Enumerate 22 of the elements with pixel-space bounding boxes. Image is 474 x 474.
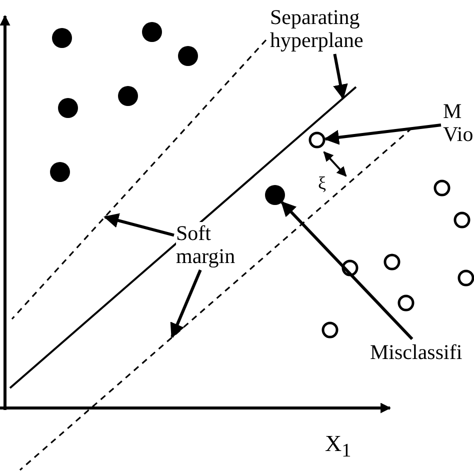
arrow — [333, 54, 348, 100]
arrow — [280, 201, 414, 340]
data-point — [265, 185, 285, 205]
data-point — [434, 180, 450, 196]
data-point — [458, 270, 474, 286]
data-point — [178, 46, 198, 66]
data-point — [384, 254, 400, 270]
data-point — [322, 322, 338, 338]
arrow — [104, 213, 174, 237]
data-point — [50, 162, 70, 182]
symbol-label: ξ — [318, 172, 326, 195]
arrow — [324, 124, 442, 145]
data-point — [58, 98, 78, 118]
data-point — [308, 132, 326, 148]
data-point — [142, 22, 162, 42]
data-point — [118, 86, 138, 106]
data-point — [454, 212, 470, 228]
axis-label: X$_{1}$ — [325, 432, 352, 463]
data-point — [398, 294, 414, 312]
arrow — [170, 269, 202, 338]
data-point — [342, 260, 358, 276]
data-point — [52, 28, 72, 48]
